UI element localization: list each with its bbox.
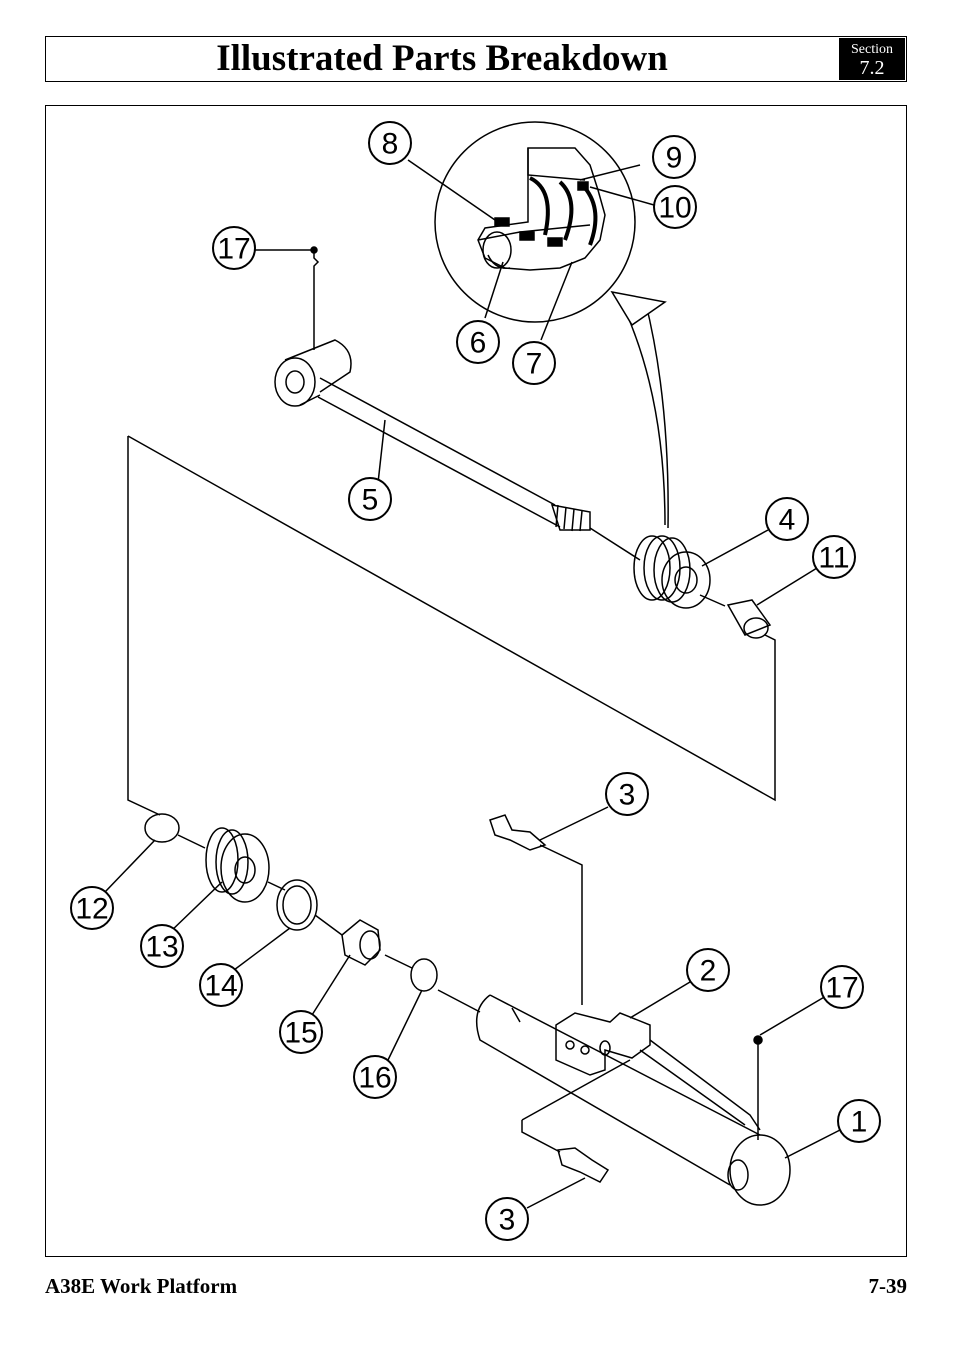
callout-9: 9 [652, 135, 696, 179]
callout-15: 15 [279, 1010, 323, 1054]
svg-text:17: 17 [217, 233, 250, 266]
svg-text:15: 15 [284, 1017, 317, 1050]
detail-view-circle [434, 121, 636, 323]
svg-text:11: 11 [818, 542, 849, 575]
nut-15 [341, 919, 381, 966]
valve-fitting-top [489, 814, 583, 1005]
bushing [726, 599, 772, 639]
svg-text:6: 6 [470, 327, 487, 360]
callout-list: 8 9 10 17 6 7 5 4 11 3 12 13 14 15 16 2 … [70, 121, 881, 1241]
piston [633, 535, 711, 609]
o-ring-16 [410, 958, 438, 992]
callout-4: 4 [765, 497, 809, 541]
callout-5: 5 [348, 477, 392, 521]
section-label: Section [851, 42, 893, 57]
callout-13: 13 [140, 924, 184, 968]
section-number: 7.2 [859, 57, 885, 79]
callout-8: 8 [368, 121, 412, 165]
svg-text:3: 3 [499, 1204, 516, 1237]
diagram-drawing [104, 121, 841, 1209]
wear-ring-14 [276, 879, 318, 931]
page-header: Illustrated Parts Breakdown Section 7.2 [45, 36, 907, 82]
diagram-frame [45, 105, 907, 1257]
grease-fitting-top [313, 248, 320, 350]
piston-rod [274, 339, 591, 532]
detail-arrow-shaft [644, 299, 669, 529]
valve-fitting-bottom [521, 1059, 631, 1183]
callout-14: 14 [199, 963, 243, 1007]
callout-17-top: 17 [212, 226, 256, 270]
svg-text:9: 9 [666, 142, 683, 175]
callout-11: 11 [812, 535, 856, 579]
footer-page-number: 7-39 [868, 1274, 908, 1298]
section-badge: Section 7.2 [839, 38, 905, 80]
detail-piston-cutaway [477, 147, 606, 271]
cylinder-barrel [475, 994, 791, 1206]
callout-3-top: 3 [605, 772, 649, 816]
gland-13 [205, 827, 270, 903]
callout-10: 10 [653, 185, 697, 229]
svg-text:17: 17 [825, 972, 858, 1005]
callout-2: 2 [686, 948, 730, 992]
assembly-guide-line [127, 435, 776, 802]
svg-text:1: 1 [851, 1106, 868, 1139]
svg-text:14: 14 [204, 970, 237, 1003]
svg-text:7: 7 [526, 348, 543, 381]
callout-17-bottom: 17 [820, 965, 864, 1009]
callout-12: 12 [70, 886, 114, 930]
svg-text:4: 4 [779, 504, 796, 537]
detail-arrow-head [610, 290, 667, 327]
svg-text:8: 8 [382, 128, 399, 161]
svg-text:2: 2 [700, 955, 717, 988]
callout-16: 16 [353, 1055, 397, 1099]
svg-text:12: 12 [75, 893, 108, 926]
svg-text:16: 16 [358, 1062, 391, 1095]
footer-product: A38E Work Platform [45, 1274, 238, 1298]
page-title: Illustrated Parts Breakdown [216, 38, 668, 79]
callout-3-bottom: 3 [485, 1197, 529, 1241]
callout-1: 1 [837, 1099, 881, 1143]
callout-6: 6 [456, 320, 500, 364]
valve-block [555, 1012, 761, 1131]
o-ring-12 [144, 813, 180, 843]
callout-7: 7 [512, 341, 556, 385]
svg-text:5: 5 [362, 484, 379, 517]
svg-text:10: 10 [658, 192, 691, 225]
svg-text:3: 3 [619, 779, 636, 812]
svg-text:13: 13 [145, 931, 178, 964]
